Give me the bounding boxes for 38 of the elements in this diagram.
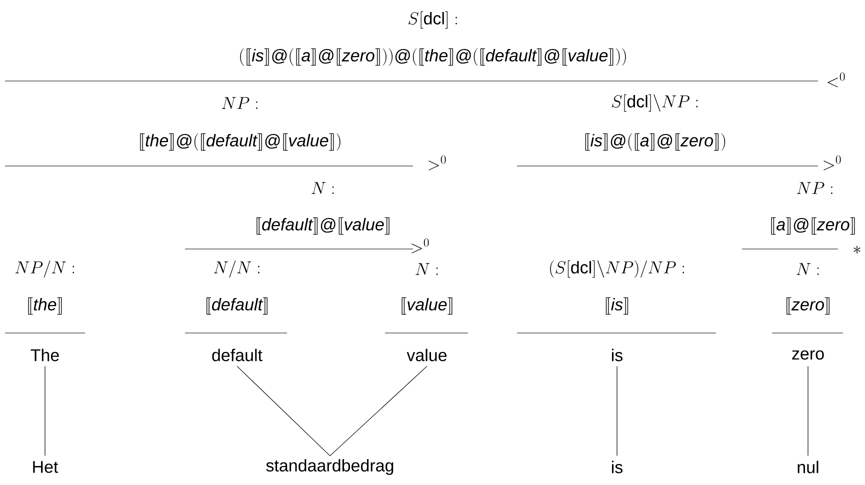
- word: value: [406, 348, 447, 362]
- category-label: $NP/N:$: [15, 260, 74, 278]
- category-label: $NP:$: [222, 97, 258, 109]
- semantics-formula: $\llbracket \mathit{default}\rrbracket$: [206, 297, 268, 315]
- category-label: $N:$: [796, 263, 819, 275]
- word: is: [612, 348, 623, 362]
- semantics-formula: $\llbracket \mathit{value}\rrbracket$: [402, 297, 452, 315]
- word: The: [30, 348, 59, 362]
- translation-word: nul: [798, 460, 818, 474]
- rule-mark: $<^0$: [828, 72, 845, 88]
- word: zero: [792, 350, 824, 360]
- semantics-formula: $(\llbracket \mathit{is}\rrbracket @(\llbracket \mathit{a}\rrbracket @\llbracket \mathit{zero}\rrbracket ))@(\llbracket \mathit{the}\rrbracket @(\llbracket \mathit{default}\rrbracket @\llbracket \mathit{value}\rrbracket ))$: [240, 48, 626, 66]
- semantics-formula: $\llbracket \mathit{the}\rrbracket$: [28, 297, 62, 315]
- category-label: $S[\mathrm{dcl}]:$: [408, 11, 457, 29]
- category-label: $S[\mathrm{dcl}]\backslash NP:$: [612, 94, 698, 112]
- translation-word: Het: [33, 461, 58, 473]
- category-label: $N:$: [312, 182, 334, 194]
- alignment-line: [330, 366, 428, 456]
- word: default: [212, 348, 262, 362]
- alignment-line: [236, 366, 330, 456]
- translation-word: is: [612, 460, 623, 474]
- rule-mark: $>^0$: [824, 156, 841, 170]
- rule-mark: $>^0$: [428, 156, 446, 170]
- semantics-formula: $\llbracket \mathit{is}\rrbracket$: [606, 297, 628, 315]
- semantics-formula: $\llbracket \mathit{default}\rrbracket @\llbracket \mathit{value}\rrbracket$: [256, 217, 390, 235]
- semantics-formula: $\llbracket \mathit{the}\rrbracket @(\llbracket \mathit{default}\rrbracket @\llbracket \mathit{value}\rrbracket )$: [140, 133, 340, 151]
- semantics-formula: $\llbracket \mathit{is}\rrbracket @(\llbracket \mathit{a}\rrbracket @\llbracket \mathit{zero}\rrbracket )$: [585, 133, 726, 151]
- category-label: $N/N:$: [214, 260, 260, 278]
- category-label: $NP:$: [796, 182, 832, 194]
- semantics-formula: $\llbracket \mathit{a}\rrbracket @\llbracket \mathit{zero}\rrbracket$: [771, 217, 855, 235]
- rule-mark: $>^0$: [412, 238, 429, 254]
- rule-mark: $*$: [854, 246, 860, 254]
- alignment-line: [616, 366, 618, 456]
- semantics-formula: $\llbracket \mathit{zero}\rrbracket$: [786, 297, 830, 315]
- alignment-line: [44, 366, 46, 456]
- translation-word: standaardbedrag: [266, 459, 394, 475]
- category-label: $N:$: [416, 263, 438, 275]
- category-label: $(S[\mathrm{dcl}]\backslash NP)/NP:$: [550, 260, 684, 278]
